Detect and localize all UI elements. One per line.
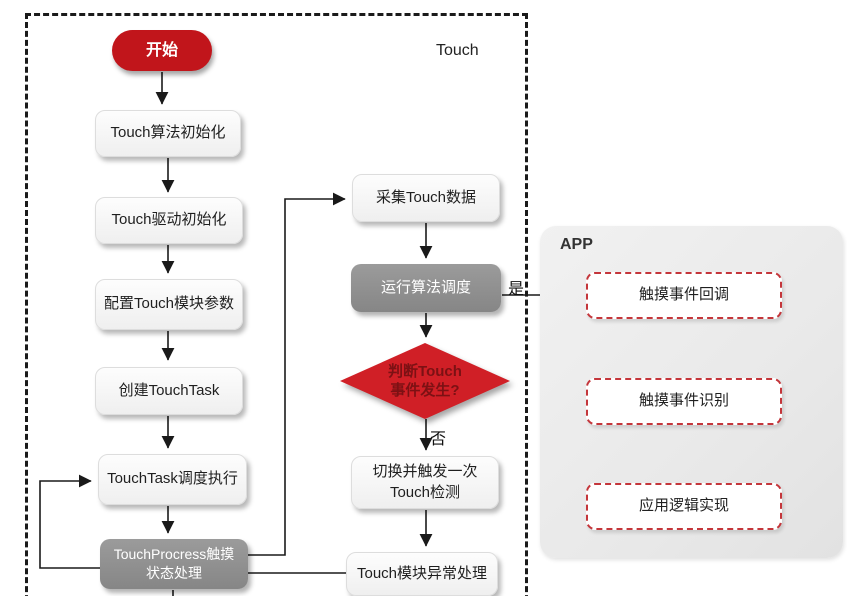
decision-diamond: 判断Touch 事件发生? xyxy=(340,343,510,419)
node-start: 开始 xyxy=(112,30,212,71)
node-touch-module-exception: Touch模块异常处理 xyxy=(346,552,498,596)
app-region-label: APP xyxy=(560,236,593,253)
node-touch-algo-init: Touch算法初始化 xyxy=(95,110,241,157)
node-app-logic: 应用逻辑实现 xyxy=(586,483,782,530)
edge-label-no: 否 xyxy=(430,431,447,448)
node-collect-touch-data: 采集Touch数据 xyxy=(352,174,500,222)
node-touch-event-recognize: 触摸事件识别 xyxy=(586,378,782,425)
node-run-algo-schedule: 运行算法调度 xyxy=(351,264,501,312)
node-touchprocress-state: TouchProcress触摸 状态处理 xyxy=(100,539,248,589)
edge-label-yes: 是 xyxy=(508,281,525,298)
decision-label: 判断Touch 事件发生? xyxy=(388,362,462,400)
node-touchtask-schedule: TouchTask调度执行 xyxy=(98,454,247,505)
node-touch-event-callback: 触摸事件回调 xyxy=(586,272,782,319)
touch-region-label: Touch xyxy=(436,42,479,59)
node-config-touch-params: 配置Touch模块参数 xyxy=(95,279,243,330)
node-trigger-touch-detect: 切换并触发一次 Touch检测 xyxy=(351,456,499,509)
node-judge-touch-event: 判断Touch 事件发生? xyxy=(340,343,510,419)
node-create-touchtask: 创建TouchTask xyxy=(95,367,243,415)
touch-region-border xyxy=(25,13,528,596)
node-touch-driver-init: Touch驱动初始化 xyxy=(95,197,243,244)
